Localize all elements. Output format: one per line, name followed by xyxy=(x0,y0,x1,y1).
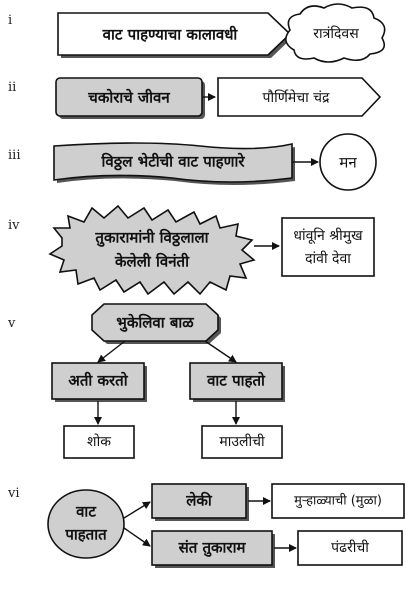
request-line2: केलेली विनंती xyxy=(114,253,190,271)
row-iv: तुकारामांनी विठ्ठलाला केलेली विनंती धांव… xyxy=(48,204,375,296)
label-iv: iv xyxy=(8,218,20,233)
label-vi: vi xyxy=(8,486,20,501)
lament-box xyxy=(63,425,135,459)
period-arrow-box xyxy=(57,12,292,56)
label-v: v xyxy=(8,316,16,331)
label-iii: iii xyxy=(8,148,21,163)
escort-box xyxy=(271,483,405,519)
period-label: वाट पाहण्याचा कालावधी xyxy=(102,26,239,44)
mother-label: माउलीची xyxy=(219,433,265,450)
grieves-box xyxy=(51,362,145,400)
wait-hub-line2: पाहतात xyxy=(64,526,108,544)
wait-hub-ellipse xyxy=(47,489,125,559)
day-night-label: रात्रंदिवस xyxy=(313,25,359,42)
saint-tukaram-box xyxy=(151,530,273,566)
label-i: i xyxy=(8,13,13,28)
chakor-life-label: चकोराचे जीवन xyxy=(87,89,170,107)
request-starburst xyxy=(48,204,256,296)
escort-label: मुऱ्हाळ्याची (मुळा) xyxy=(294,493,382,509)
awaits-box xyxy=(189,362,283,400)
mind-circle xyxy=(319,133,377,191)
show-face-line2: दांवी देवा xyxy=(305,250,351,267)
row-v: भुकेलिवा बाळ अती करतो वाट पाहतो शोक माउल… xyxy=(51,303,285,459)
full-moon-label: पौर्णिमेचा चंद्र xyxy=(263,89,331,106)
hungry-child-label: भुकेलिवा बाळ xyxy=(116,314,194,333)
grieves-label: अती करतो xyxy=(68,372,128,390)
request-line1: तुकारामांनी विठ्ठलाला xyxy=(94,229,209,248)
wait-hub-line1: वाट xyxy=(75,503,97,521)
pandharpur-label: पंढरीची xyxy=(331,539,369,556)
daughters-label: लेकी xyxy=(185,492,213,510)
chakor-life-box xyxy=(55,77,203,117)
pandharpur-box xyxy=(297,530,403,566)
show-face-box xyxy=(281,217,375,277)
lament-label: शोक xyxy=(87,433,111,450)
waiting-banner xyxy=(53,142,293,183)
mind-label: मन xyxy=(339,154,357,172)
row-vi: वाट पाहतात लेकी संत तुकाराम मुऱ्हाळ्याची… xyxy=(47,483,405,568)
row-ii: चकोराचे जीवन पौर्णिमेचा चंद्र xyxy=(55,77,382,119)
daughters-box xyxy=(151,483,247,519)
row-iii: विठ्ठल भेटीची वाट पाहणारे मन xyxy=(53,133,377,191)
saint-tukaram-label: संत तुकाराम xyxy=(178,539,247,558)
awaits-label: वाट पाहतो xyxy=(206,372,266,390)
row-i: वाट पाहण्याचा कालावधी रात्रंदिवस xyxy=(57,3,386,63)
mother-box xyxy=(201,425,283,459)
show-face-line1: धांवूनि श्रीमुख xyxy=(293,227,363,244)
full-moon-pentagon xyxy=(217,77,382,117)
label-ii: ii xyxy=(8,80,17,95)
day-night-cloud xyxy=(285,3,386,63)
hungry-child-octagon xyxy=(91,303,219,342)
waiting-label: विठ्ठल भेटीची वाट पाहणारे xyxy=(100,153,245,171)
